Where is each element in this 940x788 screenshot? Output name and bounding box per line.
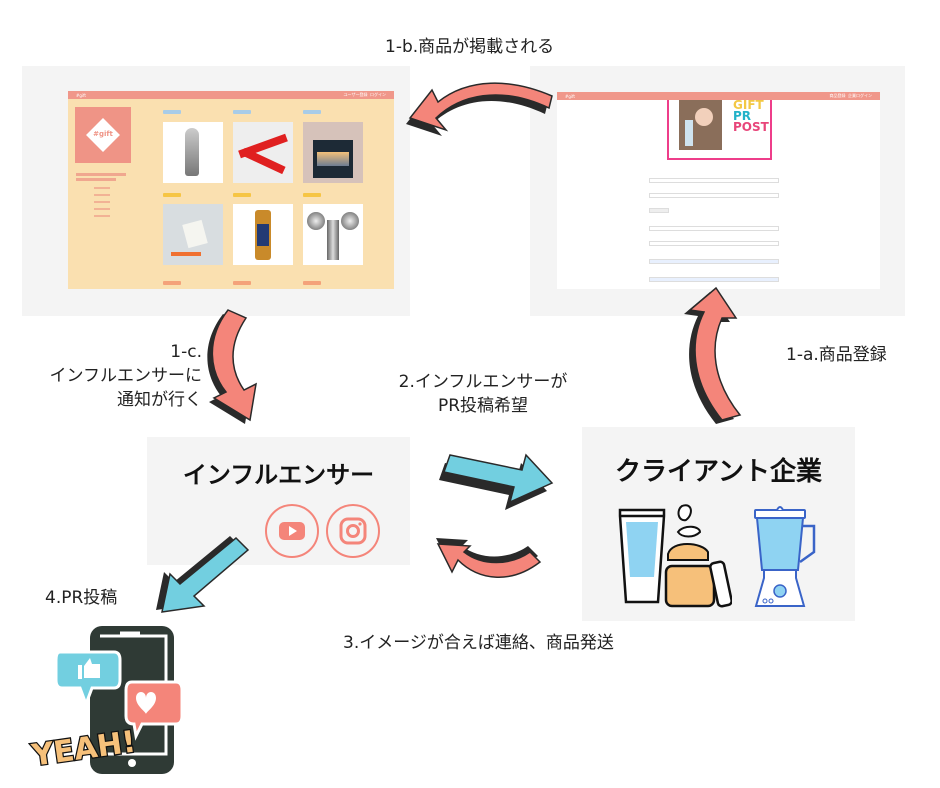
gift-logo-tile: #gift bbox=[75, 107, 131, 163]
arrow-3 bbox=[436, 538, 542, 578]
product-red-tubes[interactable] bbox=[233, 122, 293, 183]
label-line: インフルエンサーに bbox=[49, 366, 203, 386]
youtube-icon bbox=[265, 504, 319, 558]
nav-link: 商品登録 bbox=[829, 93, 846, 98]
logo-text: #gift bbox=[93, 130, 113, 138]
nav-link: ユーザー登録 bbox=[343, 92, 368, 97]
label-line: PR投稿希望 bbox=[437, 396, 529, 416]
blender-icon bbox=[754, 506, 816, 607]
influencer-box: インフルエンサー bbox=[147, 437, 410, 565]
label-step-1b: 1-b.商品が掲載される bbox=[385, 37, 555, 57]
label-line: 1-c. bbox=[170, 342, 202, 362]
label-step-2: 2.インフルエンサーが PR投稿希望 bbox=[383, 370, 583, 418]
registration-screenshot-panel: #gift 商品登録 企業ログイン GIFT PR POST bbox=[530, 66, 905, 316]
label-step-1c: 1-c. インフルエンサーに 通知が行く bbox=[20, 340, 203, 412]
cosmetics-icon bbox=[618, 504, 732, 608]
label-step-3: 3.イメージが合えば連絡、商品発送 bbox=[343, 633, 614, 653]
arrow-1c bbox=[207, 309, 257, 424]
product-roller[interactable] bbox=[303, 204, 363, 265]
site-header: #gift ユーザー登録 ログイン bbox=[68, 91, 394, 99]
listing-screenshot-panel: #gift ユーザー登録 ログイン #gift bbox=[22, 66, 410, 316]
client-title: クライアント企業 bbox=[615, 457, 822, 487]
label-step-4: 4.PR投稿 bbox=[45, 588, 118, 608]
label-line: 2.インフルエンサーが bbox=[398, 372, 568, 392]
influencer-title: インフルエンサー bbox=[182, 461, 375, 489]
banner-text: GIFT PR POST bbox=[733, 98, 769, 134]
arrow-1a bbox=[684, 286, 742, 424]
client-company-box: クライアント企業 bbox=[582, 427, 855, 621]
label-line: 通知が行く bbox=[117, 390, 202, 410]
arrow-4 bbox=[156, 536, 250, 613]
phone-yeah-illustration: YEAH! bbox=[28, 626, 184, 775]
nav-link: ログイン bbox=[370, 92, 386, 97]
product-bag[interactable] bbox=[303, 122, 363, 183]
listing-page-screenshot: #gift ユーザー登録 ログイン #gift bbox=[68, 91, 394, 289]
arrow-2 bbox=[439, 453, 554, 510]
product-registration-screenshot: #gift 商品登録 企業ログイン GIFT PR POST bbox=[557, 92, 880, 289]
product-shower-head[interactable] bbox=[163, 122, 223, 183]
banner-photo bbox=[679, 100, 722, 150]
heart-bubble-icon bbox=[124, 680, 184, 741]
thumbs-up-bubble-icon bbox=[54, 650, 122, 709]
nav-link: 企業ログイン bbox=[848, 93, 872, 98]
site-header: #gift 商品登録 企業ログイン bbox=[557, 92, 880, 100]
instagram-icon bbox=[326, 504, 380, 558]
product-bottle[interactable] bbox=[233, 204, 293, 265]
site-logo: #gift bbox=[76, 92, 86, 98]
sidebar-links bbox=[76, 171, 132, 251]
pr-post-banner: GIFT PR POST bbox=[667, 98, 772, 160]
label-step-1a: 1-a.商品登録 bbox=[786, 345, 887, 365]
arrow-1b bbox=[406, 82, 553, 136]
product-supplement[interactable] bbox=[163, 204, 223, 265]
site-logo: #gift bbox=[565, 93, 575, 99]
